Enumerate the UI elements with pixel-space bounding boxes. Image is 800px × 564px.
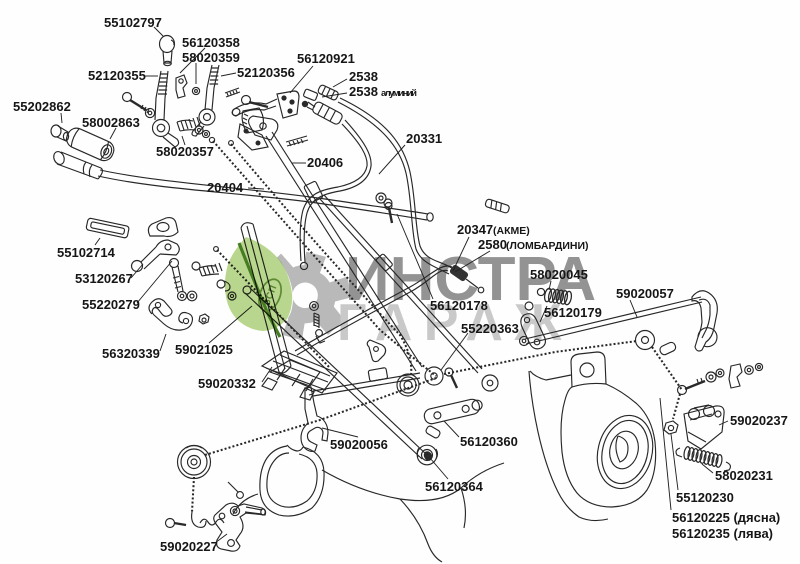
svg-text:алуминий: алуминий: [381, 88, 417, 99]
svg-text:59020056: 59020056: [330, 437, 388, 452]
svg-text:58002863: 58002863: [82, 115, 140, 130]
svg-text:58020359: 58020359: [182, 50, 240, 65]
svg-text:20347: 20347: [457, 222, 493, 237]
svg-text:55102797: 55102797: [104, 15, 162, 30]
svg-text:52120356: 52120356: [237, 65, 295, 80]
svg-text:(ЛОМБАРДИНИ): (ЛОМБАРДИНИ): [506, 240, 589, 252]
svg-text:55202862: 55202862: [13, 99, 71, 114]
svg-text:58020045: 58020045: [530, 267, 588, 282]
svg-text:56120358: 56120358: [182, 35, 240, 50]
svg-text:2538: 2538: [349, 84, 378, 99]
svg-text:55220279: 55220279: [82, 297, 140, 312]
svg-text:(АКМЕ): (АКМЕ): [493, 225, 530, 237]
svg-text:59021025: 59021025: [175, 342, 233, 357]
svg-text:55120230: 55120230: [676, 490, 734, 505]
svg-text:58020357: 58020357: [156, 144, 214, 159]
svg-text:59020332: 59020332: [198, 376, 256, 391]
svg-text:20331: 20331: [406, 131, 442, 146]
svg-text:59020057: 59020057: [616, 286, 674, 301]
svg-text:20406: 20406: [307, 155, 343, 170]
svg-text:2580: 2580: [478, 237, 507, 252]
svg-text:56120179: 56120179: [544, 305, 602, 320]
svg-text:55102714: 55102714: [57, 245, 116, 260]
svg-text:56120225 (дясна): 56120225 (дясна): [672, 510, 780, 525]
svg-text:56120921: 56120921: [297, 51, 355, 66]
svg-text:55220363: 55220363: [461, 321, 519, 336]
svg-text:2538: 2538: [349, 69, 378, 84]
svg-text:59020237: 59020237: [730, 413, 788, 428]
svg-text:58020231: 58020231: [715, 468, 773, 483]
svg-text:56120178: 56120178: [430, 298, 488, 313]
svg-text:56120235 (лява): 56120235 (лява): [672, 526, 773, 541]
svg-text:20404: 20404: [207, 180, 244, 195]
svg-text:52120355: 52120355: [88, 68, 146, 83]
svg-text:56320339: 56320339: [102, 346, 160, 361]
svg-text:56120360: 56120360: [460, 434, 518, 449]
svg-text:59020227: 59020227: [160, 539, 218, 554]
svg-text:53120267: 53120267: [75, 271, 133, 286]
svg-text:56120364: 56120364: [425, 479, 484, 494]
